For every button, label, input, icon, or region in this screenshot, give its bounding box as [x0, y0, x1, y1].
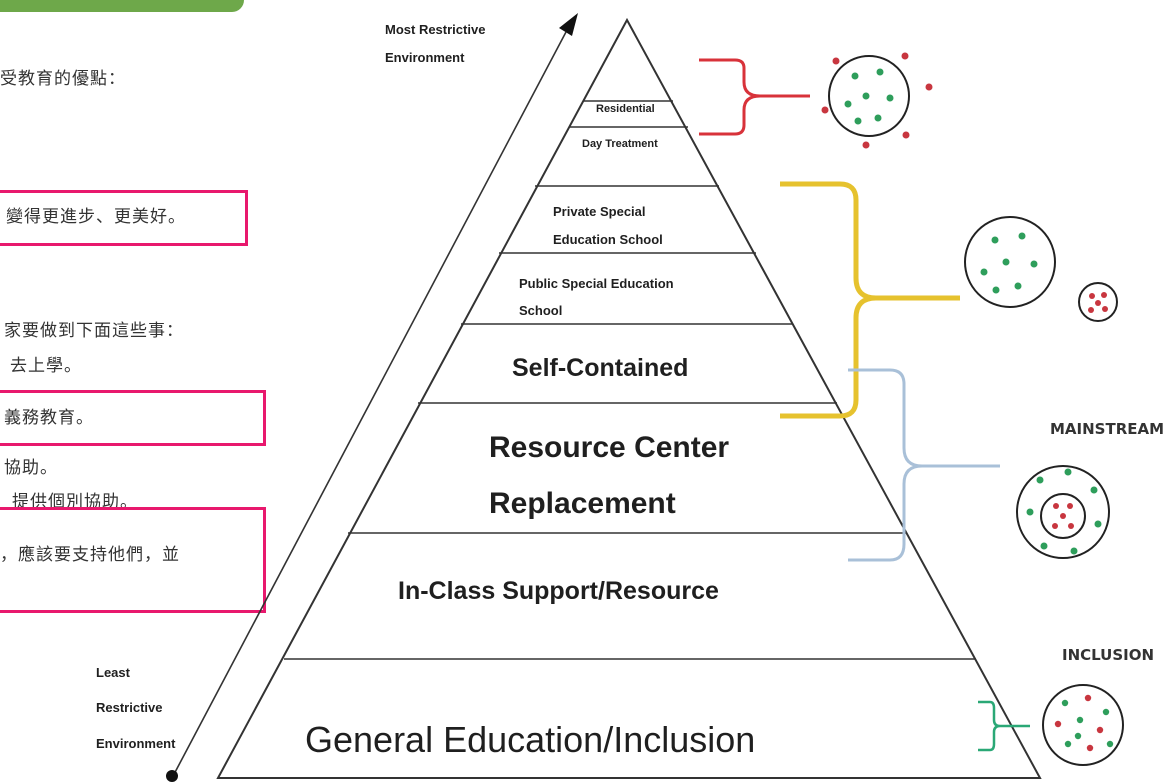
- text-line-1: 受教育的優點：: [0, 69, 126, 89]
- top-arrow-icon: [559, 13, 578, 36]
- dot: [1052, 523, 1058, 529]
- dot: [1060, 513, 1066, 519]
- label-self-contained: Self-Contained: [512, 354, 688, 382]
- dot: [1102, 306, 1108, 312]
- label-private-special-2: Education School: [553, 232, 663, 247]
- least-restrictive-line2: Restrictive: [96, 700, 162, 715]
- text-line-5: 義務教育。: [4, 408, 94, 428]
- text-line-8: ，應該要支持他們，並: [0, 545, 180, 565]
- dot: [821, 106, 829, 114]
- dot: [1106, 740, 1114, 748]
- dot: [1067, 503, 1073, 509]
- circle-cluster-inclusion: [1042, 684, 1124, 766]
- dot: [854, 117, 862, 125]
- dot: [1101, 292, 1107, 298]
- label-resource-center-1: Resource Center: [489, 431, 729, 464]
- dot: [1068, 523, 1074, 529]
- circle-cluster-mainstream: [1016, 465, 1110, 559]
- label-in-class: In-Class Support/Resource: [398, 577, 719, 605]
- dot: [1018, 232, 1026, 240]
- label-public-special-1: Public Special Education: [519, 276, 674, 291]
- bottom-axis-dot: [166, 770, 178, 782]
- dot: [1094, 520, 1102, 528]
- label-day-treatment: Day Treatment: [582, 138, 658, 150]
- dot: [844, 100, 852, 108]
- pyramid-outline: [216, 17, 1042, 779]
- left-text-panel: 受教育的優點： 變得更進步、更美好。 家要做到下面這些事： 去上學。 義務教育。…: [0, 0, 280, 782]
- text-line-4: 去上學。: [10, 356, 82, 376]
- circle-cluster-top: [821, 52, 933, 149]
- label-general-education: General Education/Inclusion: [305, 719, 755, 760]
- dot: [1096, 726, 1104, 734]
- bracket-red: [699, 58, 810, 136]
- dot: [1002, 258, 1010, 266]
- dot: [992, 286, 1000, 294]
- dot: [901, 52, 909, 60]
- highlight-box-3: [0, 507, 266, 613]
- label-residential: Residential: [596, 103, 655, 115]
- highlight-box-2: [0, 390, 266, 446]
- dot: [1095, 300, 1101, 306]
- most-restrictive-line1: Most Restrictive: [385, 22, 485, 37]
- header-accent-bar: [0, 0, 244, 12]
- dot: [902, 131, 910, 139]
- dot: [1053, 503, 1059, 509]
- dot: [1030, 260, 1038, 268]
- dot: [832, 57, 840, 65]
- dot: [1076, 716, 1084, 724]
- dot: [1054, 720, 1062, 728]
- most-restrictive-line2: Environment: [385, 50, 465, 65]
- dot: [1036, 476, 1044, 484]
- dot: [862, 92, 870, 100]
- dot: [1086, 744, 1094, 752]
- text-line-2: 變得更進步、更美好。: [6, 207, 186, 227]
- dot: [1090, 486, 1098, 494]
- dot: [874, 114, 882, 122]
- text-line-3: 家要做到下面這些事：: [4, 321, 184, 341]
- bracket-green: [978, 700, 1030, 752]
- dot: [1014, 282, 1022, 290]
- dot: [1084, 694, 1092, 702]
- circle-cluster-separate: [964, 216, 1118, 322]
- dot: [1088, 307, 1094, 313]
- dot: [1061, 699, 1069, 707]
- least-restrictive-line3: Environment: [96, 736, 176, 751]
- dot: [1074, 732, 1082, 740]
- dot: [1064, 740, 1072, 748]
- dot: [862, 141, 870, 149]
- dot: [1089, 293, 1095, 299]
- bracket-blue: [848, 368, 1000, 562]
- dot: [1026, 508, 1034, 516]
- bracket-yellow: [780, 181, 960, 419]
- dot: [886, 94, 894, 102]
- outer-circle: [964, 216, 1056, 308]
- least-restrictive-line1: Least: [96, 665, 131, 680]
- inclusion-label: INCLUSION: [1062, 646, 1154, 664]
- dot: [1040, 542, 1048, 550]
- label-private-special-1: Private Special: [553, 204, 646, 219]
- dot: [925, 83, 933, 91]
- dot: [1064, 468, 1072, 476]
- restriction-axis-line: [171, 31, 567, 779]
- dot: [851, 72, 859, 80]
- mainstream-label: MAINSTREAM: [1050, 420, 1164, 438]
- label-public-special-2: School: [519, 303, 562, 318]
- dot: [980, 268, 988, 276]
- label-resource-center-2: Replacement: [489, 487, 676, 520]
- dot: [1102, 708, 1110, 716]
- dot: [876, 68, 884, 76]
- highlight-box-1: [0, 190, 248, 246]
- dot: [1070, 547, 1078, 555]
- dot: [991, 236, 999, 244]
- text-line-6: 協助。: [4, 458, 58, 478]
